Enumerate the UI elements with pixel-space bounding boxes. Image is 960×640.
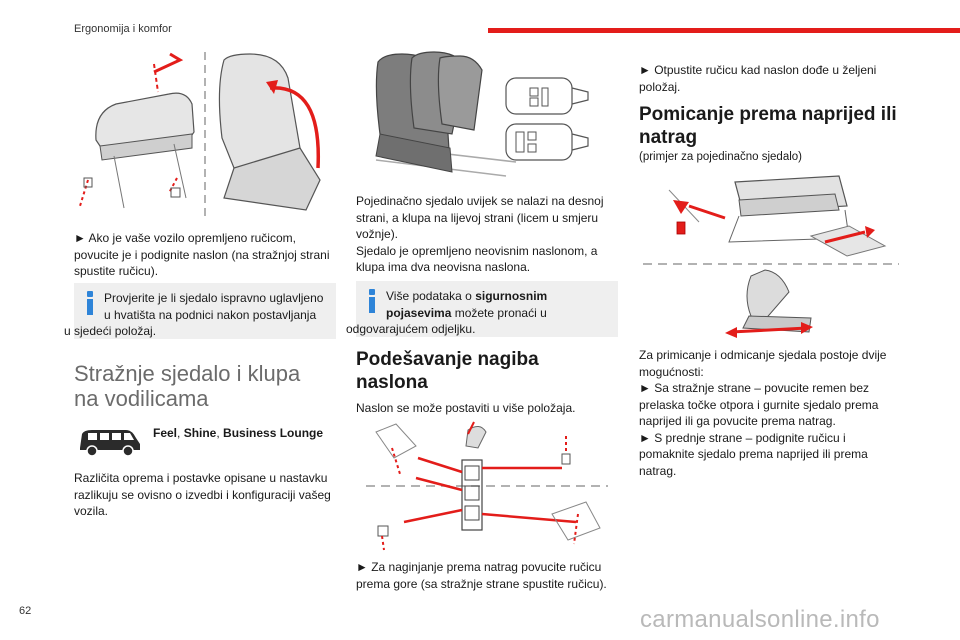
heading-line: natrag [639, 127, 698, 148]
header-accent-bar [488, 28, 960, 33]
body-text-line: Sjedalo je opremljeno neovisnim naslonom… [356, 243, 598, 258]
trim-shine: Shine [183, 426, 217, 440]
body-text-line: mogućnosti: [639, 364, 704, 379]
step-text-line: ► Za naginjanje prema natrag povucite ru… [356, 560, 602, 574]
seat-slide-illustration [643, 175, 899, 338]
body-text-line: razlikuju se ovisno o izvedbi i konfigur… [74, 487, 331, 502]
backrest-recline-illustration [366, 421, 608, 551]
running-header: Ergonomija i komfor [74, 23, 172, 35]
body-text: Naslon se može postaviti u više položaja… [356, 401, 576, 415]
note-text-line: u hvatišta na podnici nakon postavljanja [104, 307, 317, 322]
step-text-line: povucite je i podignite naslon (na straž… [74, 247, 330, 262]
heading-line: Pomicanje prema naprijed ili [639, 104, 897, 125]
body-text-line: vožnje). [356, 227, 399, 241]
note-bold: pojasevima [386, 305, 452, 320]
body-text-line: naprijed ili ga povucite prema natrag. [639, 414, 836, 428]
info-note: Provjerite je li sjedalo ispravno uglavl… [64, 283, 336, 339]
step-text-line: ► Ako je vaše vozilo opremljeno ručicom, [74, 231, 296, 245]
trim-business-lounge: Business Lounge [223, 426, 324, 440]
body-text-line: ► Sa stražnje strane – povucite remen be… [639, 381, 869, 395]
heading-line: Stražnje sjedalo i klupa [74, 361, 301, 386]
trim-levels: Feel, Shine, Business Lounge [153, 426, 324, 440]
body-text-line: prelaska točke otpora i gurnite sjedalo … [639, 397, 879, 412]
step-text-line: spustite ručicu). [74, 264, 159, 278]
section-heading: Stražnje sjedalo i klupa na vodilicama [74, 361, 300, 411]
body-text-line: Pojedinačno sjedalo uvijek se nalazi na … [356, 194, 604, 208]
section-heading: Pomicanje prema naprijed ili natrag [639, 103, 897, 149]
step-text-line: prema gore (sa stražnje strane spustite … [356, 576, 607, 591]
info-icon [84, 291, 96, 315]
section-heading: Podešavanje nagiba naslona [356, 348, 539, 394]
body-text-line: pomaknite sjedalo prema naprijed ili pre… [639, 447, 868, 461]
body-text-line: ► S prednje strane – podignite ručicu i [639, 430, 846, 445]
body-text-line: vozila. [74, 504, 109, 518]
heading-line: na vodilicama [74, 386, 209, 411]
trim-feel: Feel [153, 426, 178, 440]
info-note: Više podataka o sigurnosnim pojasevima m… [346, 281, 618, 337]
note-text-line: u sjedeći položaj. [64, 324, 157, 338]
note-text-line: pojasevima možete pronaći u [386, 305, 547, 320]
body-text-line: Različita oprema i postavke opisane u na… [74, 471, 328, 485]
step-text-line: ► Otpustite ručicu kad naslon dođe u žel… [639, 63, 877, 77]
heading-line: naslona [356, 372, 428, 393]
note-bold: sigurnosnim [475, 289, 548, 303]
watermark: carmanualsonline.info [640, 606, 880, 633]
seats-on-rails-illustration [375, 51, 589, 177]
armrest-backrest-illustration [79, 52, 321, 216]
note-text-line: Provjerite je li sjedalo ispravno uglavl… [104, 291, 324, 305]
body-text-line: strani, a klupa na lijevoj strani (licem… [356, 210, 599, 225]
illustration-caption: (primjer za pojedinačno sjedalo) [639, 151, 802, 163]
body-text-line: klupa ima dva neovisna naslona. [356, 260, 531, 274]
body-text-line: natrag. [639, 463, 677, 478]
info-icon [366, 289, 378, 313]
note-text-line: Više podataka o sigurnosnim [386, 289, 548, 303]
step-text-line: položaj. [639, 79, 681, 94]
body-text-line: Za primicanje i odmicanje sjedala postoj… [639, 348, 887, 362]
note-text-line: odgovarajućem odjeljku. [346, 322, 476, 336]
van-icon [80, 430, 140, 457]
heading-line: Podešavanje nagiba [356, 349, 539, 370]
page-number: 62 [19, 605, 32, 617]
